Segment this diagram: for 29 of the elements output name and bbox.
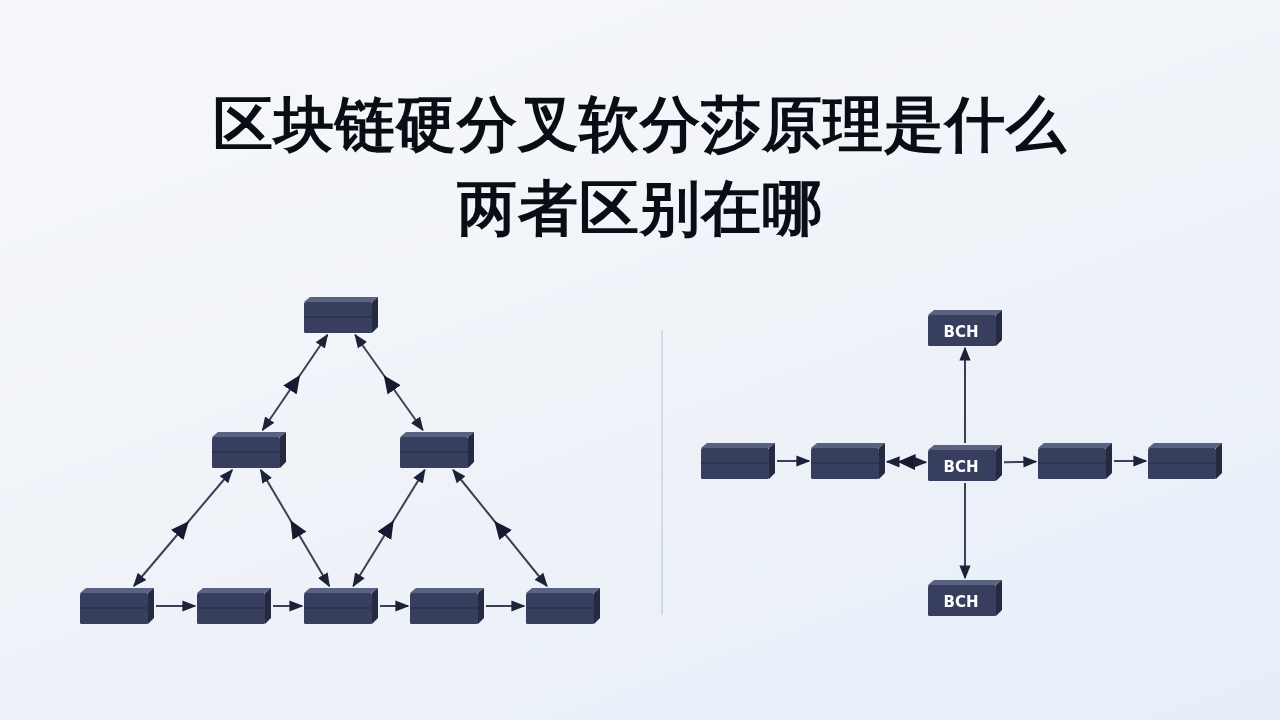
block [410, 588, 484, 624]
block [811, 443, 885, 479]
block [701, 443, 775, 479]
block [304, 297, 378, 333]
arrow [132, 469, 234, 587]
block [400, 432, 474, 468]
arrow [155, 600, 197, 612]
arrow [261, 334, 329, 431]
title: 区块链硬分叉软分莎原理是什么两者区别在哪 [212, 88, 1068, 245]
arrow [886, 454, 927, 470]
arrow [485, 600, 526, 612]
block [80, 588, 154, 624]
block [1038, 443, 1112, 479]
block [526, 588, 600, 624]
block [1148, 443, 1222, 479]
arrow [354, 334, 424, 431]
block [212, 432, 286, 468]
arrow [1113, 455, 1148, 467]
block [197, 588, 271, 624]
arrow [959, 346, 971, 444]
arrow [352, 469, 426, 587]
arrow [272, 600, 304, 612]
block [304, 588, 378, 624]
arrow [452, 469, 548, 587]
arrow [259, 469, 331, 587]
arrow [1003, 456, 1038, 468]
arrow [379, 600, 410, 612]
arrow [959, 482, 971, 580]
arrow [776, 455, 811, 467]
